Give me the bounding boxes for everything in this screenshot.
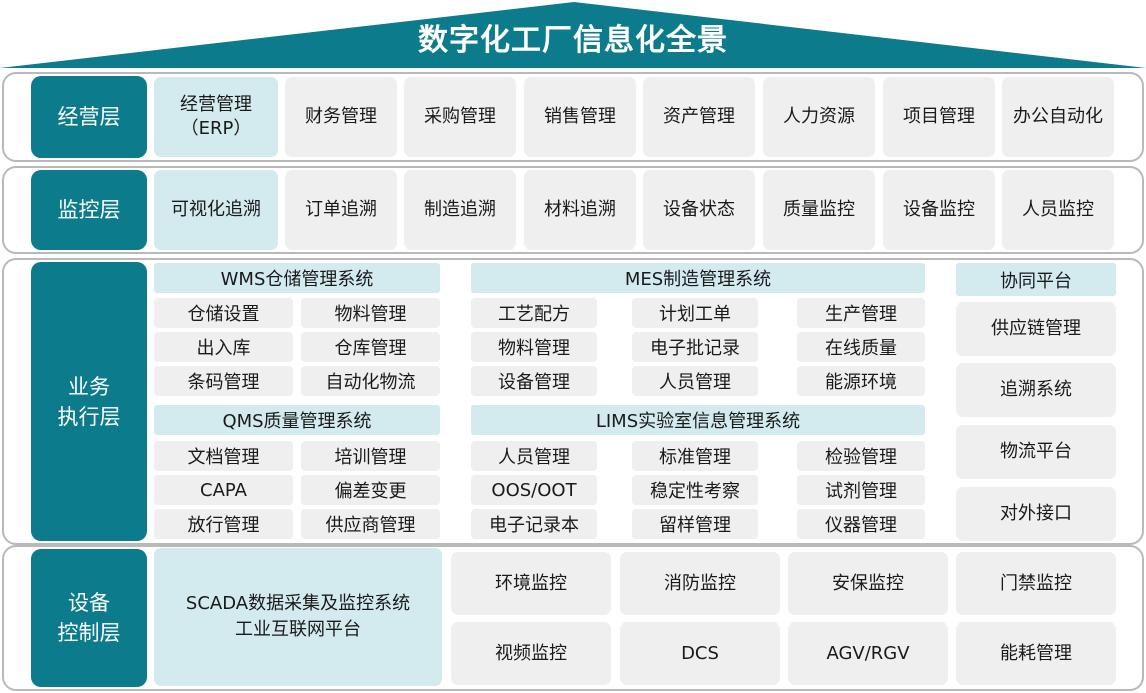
device-layer-label: 设备 控制层 <box>31 549 147 687</box>
wms-item: 仓库管理 <box>301 332 440 362</box>
business-item: 办公自动化 <box>1002 77 1114 157</box>
lims-item: 留样管理 <box>632 509 758 539</box>
qms-item: 供应商管理 <box>301 509 440 539</box>
qms-item: CAPA <box>154 475 293 505</box>
monitor-layer-label: 监控层 <box>31 170 147 250</box>
mes-item: 物料管理 <box>471 332 597 362</box>
lims-item: 检验管理 <box>797 441 925 471</box>
business-item: 财务管理 <box>285 77 397 157</box>
mes-item: 能源环境 <box>797 366 925 396</box>
lims-item: 试剂管理 <box>797 475 925 505</box>
monitor-item: 人员监控 <box>1002 170 1114 250</box>
title-roof <box>0 2 1146 68</box>
monitor-item: 材料追溯 <box>524 170 636 250</box>
qms-item: 偏差变更 <box>301 475 440 505</box>
lims-item: 稳定性考察 <box>632 475 758 505</box>
qms-item: 放行管理 <box>154 509 293 539</box>
mes-item: 生产管理 <box>797 298 925 328</box>
wms-item: 物料管理 <box>301 298 440 328</box>
lims-item: 电子记录本 <box>471 509 597 539</box>
wms-item: 出入库 <box>154 332 293 362</box>
collab-item: 供应链管理 <box>956 302 1116 356</box>
lims-item: 人员管理 <box>471 441 597 471</box>
business-item: 人力资源 <box>763 77 875 157</box>
business-item: 资产管理 <box>643 77 755 157</box>
mes-item: 在线质量 <box>797 332 925 362</box>
device-item: 安保监控 <box>788 552 948 615</box>
monitor-item: 制造追溯 <box>404 170 516 250</box>
business-item: 销售管理 <box>524 77 636 157</box>
wms-header: WMS仓储管理系统 <box>154 263 440 293</box>
collab-item: 追溯系统 <box>956 363 1116 417</box>
monitor-item: 可视化追溯 <box>154 170 278 250</box>
collab-header: 协同平台 <box>956 263 1116 296</box>
business-item: 项目管理 <box>883 77 995 157</box>
monitor-item: 设备监控 <box>883 170 995 250</box>
mes-item: 工艺配方 <box>471 298 597 328</box>
business-item: 经营管理 （ERP） <box>154 77 278 157</box>
wms-item: 自动化物流 <box>301 366 440 396</box>
lims-header: LIMS实验室信息管理系统 <box>471 405 925 435</box>
device-item: 视频监控 <box>451 622 611 685</box>
device-item: 能耗管理 <box>956 622 1116 685</box>
lims-item: OOS/OOT <box>471 475 597 505</box>
collab-item: 物流平台 <box>956 425 1116 479</box>
page-title: 数字化工厂信息化全景 <box>418 23 728 58</box>
device-item: 消防监控 <box>620 552 780 615</box>
wms-item: 仓储设置 <box>154 298 293 328</box>
monitor-item: 质量监控 <box>763 170 875 250</box>
monitor-item: 订单追溯 <box>285 170 397 250</box>
device-item: DCS <box>620 622 780 685</box>
device-item: 门禁监控 <box>956 552 1116 615</box>
execution-layer-label: 业务 执行层 <box>31 262 147 541</box>
mes-item: 设备管理 <box>471 366 597 396</box>
qms-header: QMS质量管理系统 <box>154 405 440 435</box>
wms-item: 条码管理 <box>154 366 293 396</box>
mes-item: 人员管理 <box>632 366 758 396</box>
lims-item: 标准管理 <box>632 441 758 471</box>
monitor-item: 设备状态 <box>643 170 755 250</box>
mes-header: MES制造管理系统 <box>471 263 925 293</box>
business-layer-label: 经营层 <box>31 76 147 158</box>
device-item: 环境监控 <box>451 552 611 615</box>
device-item: AGV/RGV <box>788 622 948 685</box>
qms-item: 培训管理 <box>301 441 440 471</box>
qms-item: 文档管理 <box>154 441 293 471</box>
collab-item: 对外接口 <box>956 487 1116 541</box>
mes-item: 电子批记录 <box>632 332 758 362</box>
business-item: 采购管理 <box>404 77 516 157</box>
scada-platform-cell: SCADA数据采集及监控系统 工业互联网平台 <box>154 548 442 686</box>
lims-item: 仪器管理 <box>797 509 925 539</box>
mes-item: 计划工单 <box>632 298 758 328</box>
